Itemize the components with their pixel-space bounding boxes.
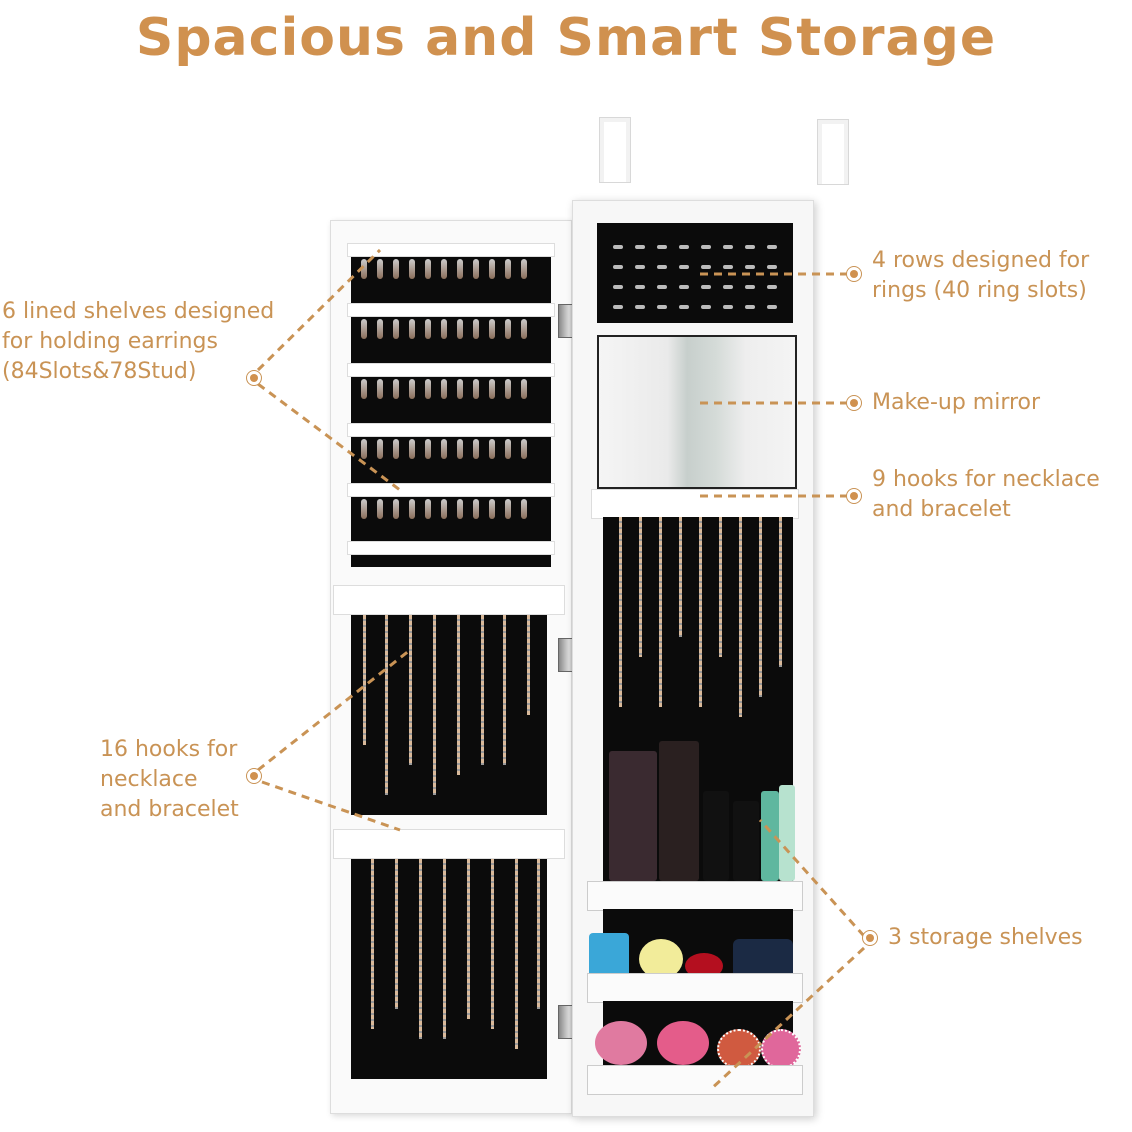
callout-dot (846, 395, 862, 411)
callout-dot (246, 370, 262, 386)
earring-shelf (347, 363, 555, 377)
storage-shelf-1 (587, 881, 803, 911)
earring-shelf (347, 483, 555, 497)
earring-shelf (347, 243, 555, 257)
callout-dot (862, 930, 878, 946)
necklace-hook-bar-upper (333, 585, 565, 615)
necklace-panel-lower (351, 859, 547, 1079)
makeup-mirror (597, 335, 797, 489)
earring-shelf (347, 541, 555, 555)
cabinet-body (572, 200, 814, 1117)
earring-shelf (347, 303, 555, 317)
callout-dot (846, 488, 862, 504)
storage-shelf-3 (587, 1065, 803, 1095)
over-door-hook-left (600, 118, 630, 182)
callout-mirror: Make-up mirror (872, 390, 1041, 415)
cabinet-door[interactable] (330, 220, 572, 1114)
storage-shelf-2 (587, 973, 803, 1003)
page-title: Spacious and Smart Storage (135, 8, 997, 68)
callout-left-hooks: 16 hooks for necklace and bracelet (100, 737, 239, 822)
callout-dot (846, 266, 862, 282)
necklace-panel-upper (351, 615, 547, 815)
necklace-hook-bar-lower (333, 829, 565, 859)
callout-right-hooks: 9 hooks for necklace and bracelet (872, 467, 1100, 522)
necklace-hook-bar-right (591, 489, 799, 519)
callout-dot (246, 768, 262, 784)
callout-earrings: 6 lined shelves designed for holding ear… (2, 299, 275, 384)
over-door-hook-right (818, 120, 848, 184)
earring-shelf (347, 423, 555, 437)
callout-rings: 4 rows designed for rings (40 ring slots… (872, 248, 1090, 303)
ring-tray (597, 223, 793, 323)
earring-panel (351, 247, 551, 567)
callout-shelves: 3 storage shelves (888, 925, 1083, 950)
